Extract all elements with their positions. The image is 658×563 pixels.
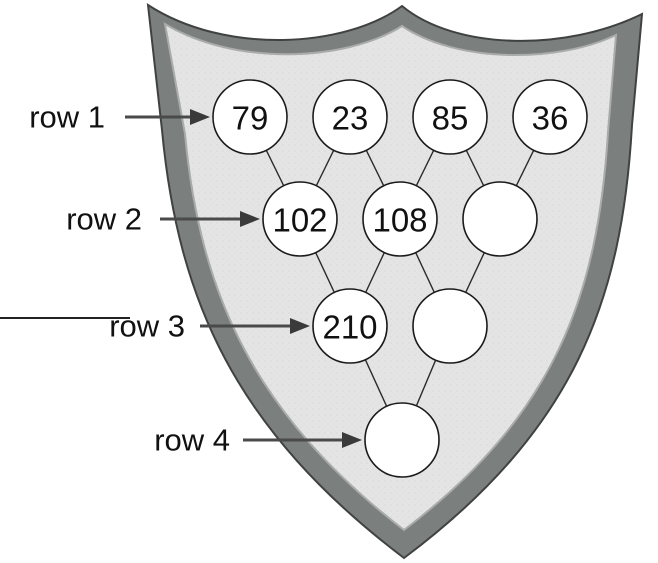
circle-value: 23 [332,100,369,137]
number-circle [364,402,440,478]
row-arrow [160,211,260,227]
circle-shape [462,181,538,257]
circle-shape [212,79,288,155]
circle-shape [312,79,388,155]
circle-value: 85 [432,100,469,137]
row-label: row 4 [154,423,230,458]
number-circle: 108 [362,181,438,257]
number-circle [412,288,488,364]
circle-shape [412,288,488,364]
row-arrow [125,109,210,125]
number-circle: 85 [412,79,488,155]
number-circle: 23 [312,79,388,155]
row-arrow [200,318,310,334]
row-label: row 1 [29,100,105,135]
number-circle: 210 [312,288,388,364]
circle-shape [312,288,388,364]
circle-value: 108 [372,202,427,239]
circle-shape [412,79,488,155]
number-circle: 102 [262,181,338,257]
shield [146,3,644,560]
circle-shape [262,181,338,257]
number-circle: 79 [212,79,288,155]
circle-shape [364,402,440,478]
circle-shape [362,181,438,257]
circle-value: 102 [272,202,327,239]
shield-inner [163,22,618,532]
circle-shape [512,79,588,155]
row-labels: row 1 row 2 row 3 row 4 [29,100,230,458]
circle-value: 210 [322,309,377,346]
number-circle: 36 [512,79,588,155]
row-arrow [243,432,362,448]
circle-value: 79 [232,100,269,137]
row-arrows [125,109,362,448]
row-label: row 2 [66,202,142,237]
number-circles: 79 23 85 36 102 108 210 [212,79,588,478]
row-label: row 3 [109,309,185,344]
circle-value: 36 [532,100,569,137]
number-circle [462,181,538,257]
